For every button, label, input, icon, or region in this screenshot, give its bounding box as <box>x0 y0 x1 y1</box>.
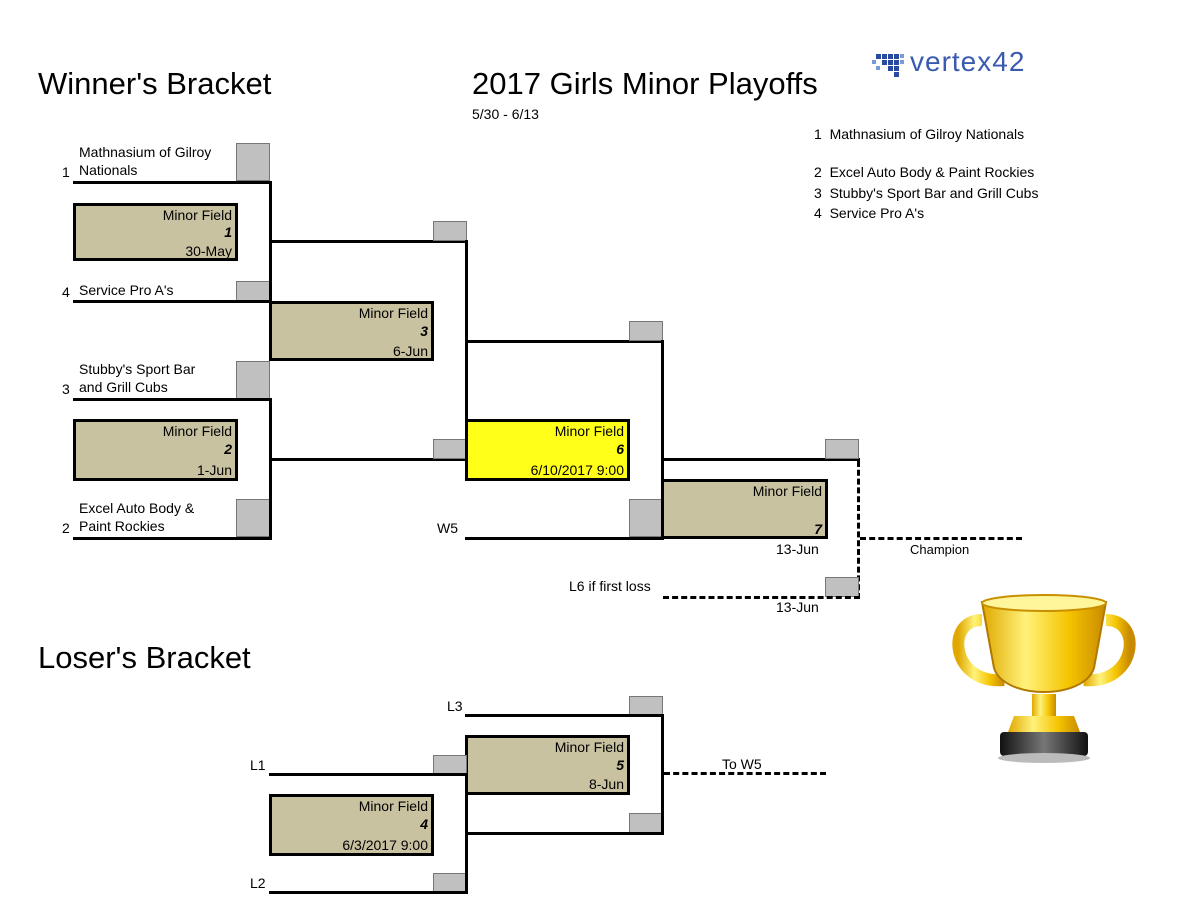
score-box[interactable] <box>433 873 467 893</box>
game-box-4: Minor Field 4 6/3/2017 9:00 <box>269 794 434 856</box>
bracket-line <box>269 398 272 540</box>
bracket-line <box>269 773 468 776</box>
bracket-line <box>269 240 468 243</box>
bracket-line <box>269 458 468 461</box>
game-7-second-date: 13-Jun <box>776 599 819 615</box>
label-l1: L1 <box>250 757 266 773</box>
logo-mark-icon <box>872 54 904 77</box>
score-box[interactable] <box>236 281 270 301</box>
score-box[interactable] <box>629 321 663 341</box>
bracket-line <box>465 773 468 894</box>
score-box[interactable] <box>629 499 663 537</box>
team-seed-2: Excel Auto Body &Paint Rockies <box>79 500 195 534</box>
bracket-line <box>661 714 664 835</box>
bracket-line <box>73 398 272 401</box>
score-box[interactable] <box>433 221 467 241</box>
score-box[interactable] <box>629 696 663 716</box>
game-box-1: Minor Field 1 30-May <box>73 203 238 261</box>
bracket-line <box>73 300 272 303</box>
label-l2: L2 <box>250 875 266 891</box>
label-l3: L3 <box>447 698 463 714</box>
score-box[interactable] <box>825 577 859 597</box>
bracket-line <box>465 340 664 343</box>
bracket-dashed-line <box>860 537 1022 540</box>
score-box[interactable] <box>236 143 270 181</box>
game-7-date: 13-Jun <box>776 541 819 557</box>
game-box-2: Minor Field 2 1-Jun <box>73 419 238 481</box>
bracket-line <box>661 340 664 540</box>
legend-item: 4 Service Pro A's <box>814 205 925 221</box>
seed-number: 4 <box>62 284 70 300</box>
game-box-3: Minor Field 3 6-Jun <box>269 301 434 361</box>
game-box-6: Minor Field 6 6/10/2017 9:00 <box>465 419 630 481</box>
seed-number: 2 <box>62 520 70 536</box>
game-box-7: Minor Field 7 <box>661 479 828 539</box>
team-seed-4: Service Pro A's <box>79 282 174 298</box>
trophy-icon <box>952 594 1136 763</box>
score-box[interactable] <box>236 499 270 537</box>
bracket-line <box>465 240 468 461</box>
legend-item: 2 Excel Auto Body & Paint Rockies <box>814 164 1035 180</box>
score-box[interactable] <box>629 813 663 833</box>
label-to-w5: To W5 <box>722 756 762 772</box>
champion-label: Champion <box>910 542 970 557</box>
bracket-dashed-line <box>664 772 826 775</box>
bracket-line <box>465 537 664 540</box>
score-box[interactable] <box>433 755 467 775</box>
bracket-line <box>465 714 664 717</box>
logo-text: vertex42 <box>910 46 1026 77</box>
label-l6: L6 if first loss <box>569 578 651 594</box>
bracket-dashed-line <box>857 461 860 599</box>
bracket-line <box>73 537 272 540</box>
score-box[interactable] <box>236 361 270 399</box>
seed-number: 1 <box>62 164 70 180</box>
bracket-dashed-line <box>663 596 860 599</box>
bracket-line <box>269 891 468 894</box>
date-range: 5/30 - 6/13 <box>472 106 539 122</box>
legend-item: 3 Stubby's Sport Bar and Grill Cubs <box>814 185 1039 201</box>
logo: vertex42 <box>872 46 1032 80</box>
bracket-line <box>73 181 272 184</box>
bracket-line <box>465 832 664 835</box>
winners-bracket-heading: Winner's Bracket <box>38 66 272 101</box>
score-box[interactable] <box>825 439 859 459</box>
page-title: 2017 Girls Minor Playoffs <box>472 66 818 101</box>
seed-number: 3 <box>62 381 70 397</box>
bracket-line <box>661 458 860 461</box>
legend-item: 1 Mathnasium of Gilroy Nationals <box>814 126 1025 142</box>
label-w5: W5 <box>437 520 458 536</box>
score-box[interactable] <box>433 439 467 459</box>
game-box-5: Minor Field 5 8-Jun <box>465 735 630 795</box>
losers-bracket-heading: Loser's Bracket <box>38 640 251 675</box>
